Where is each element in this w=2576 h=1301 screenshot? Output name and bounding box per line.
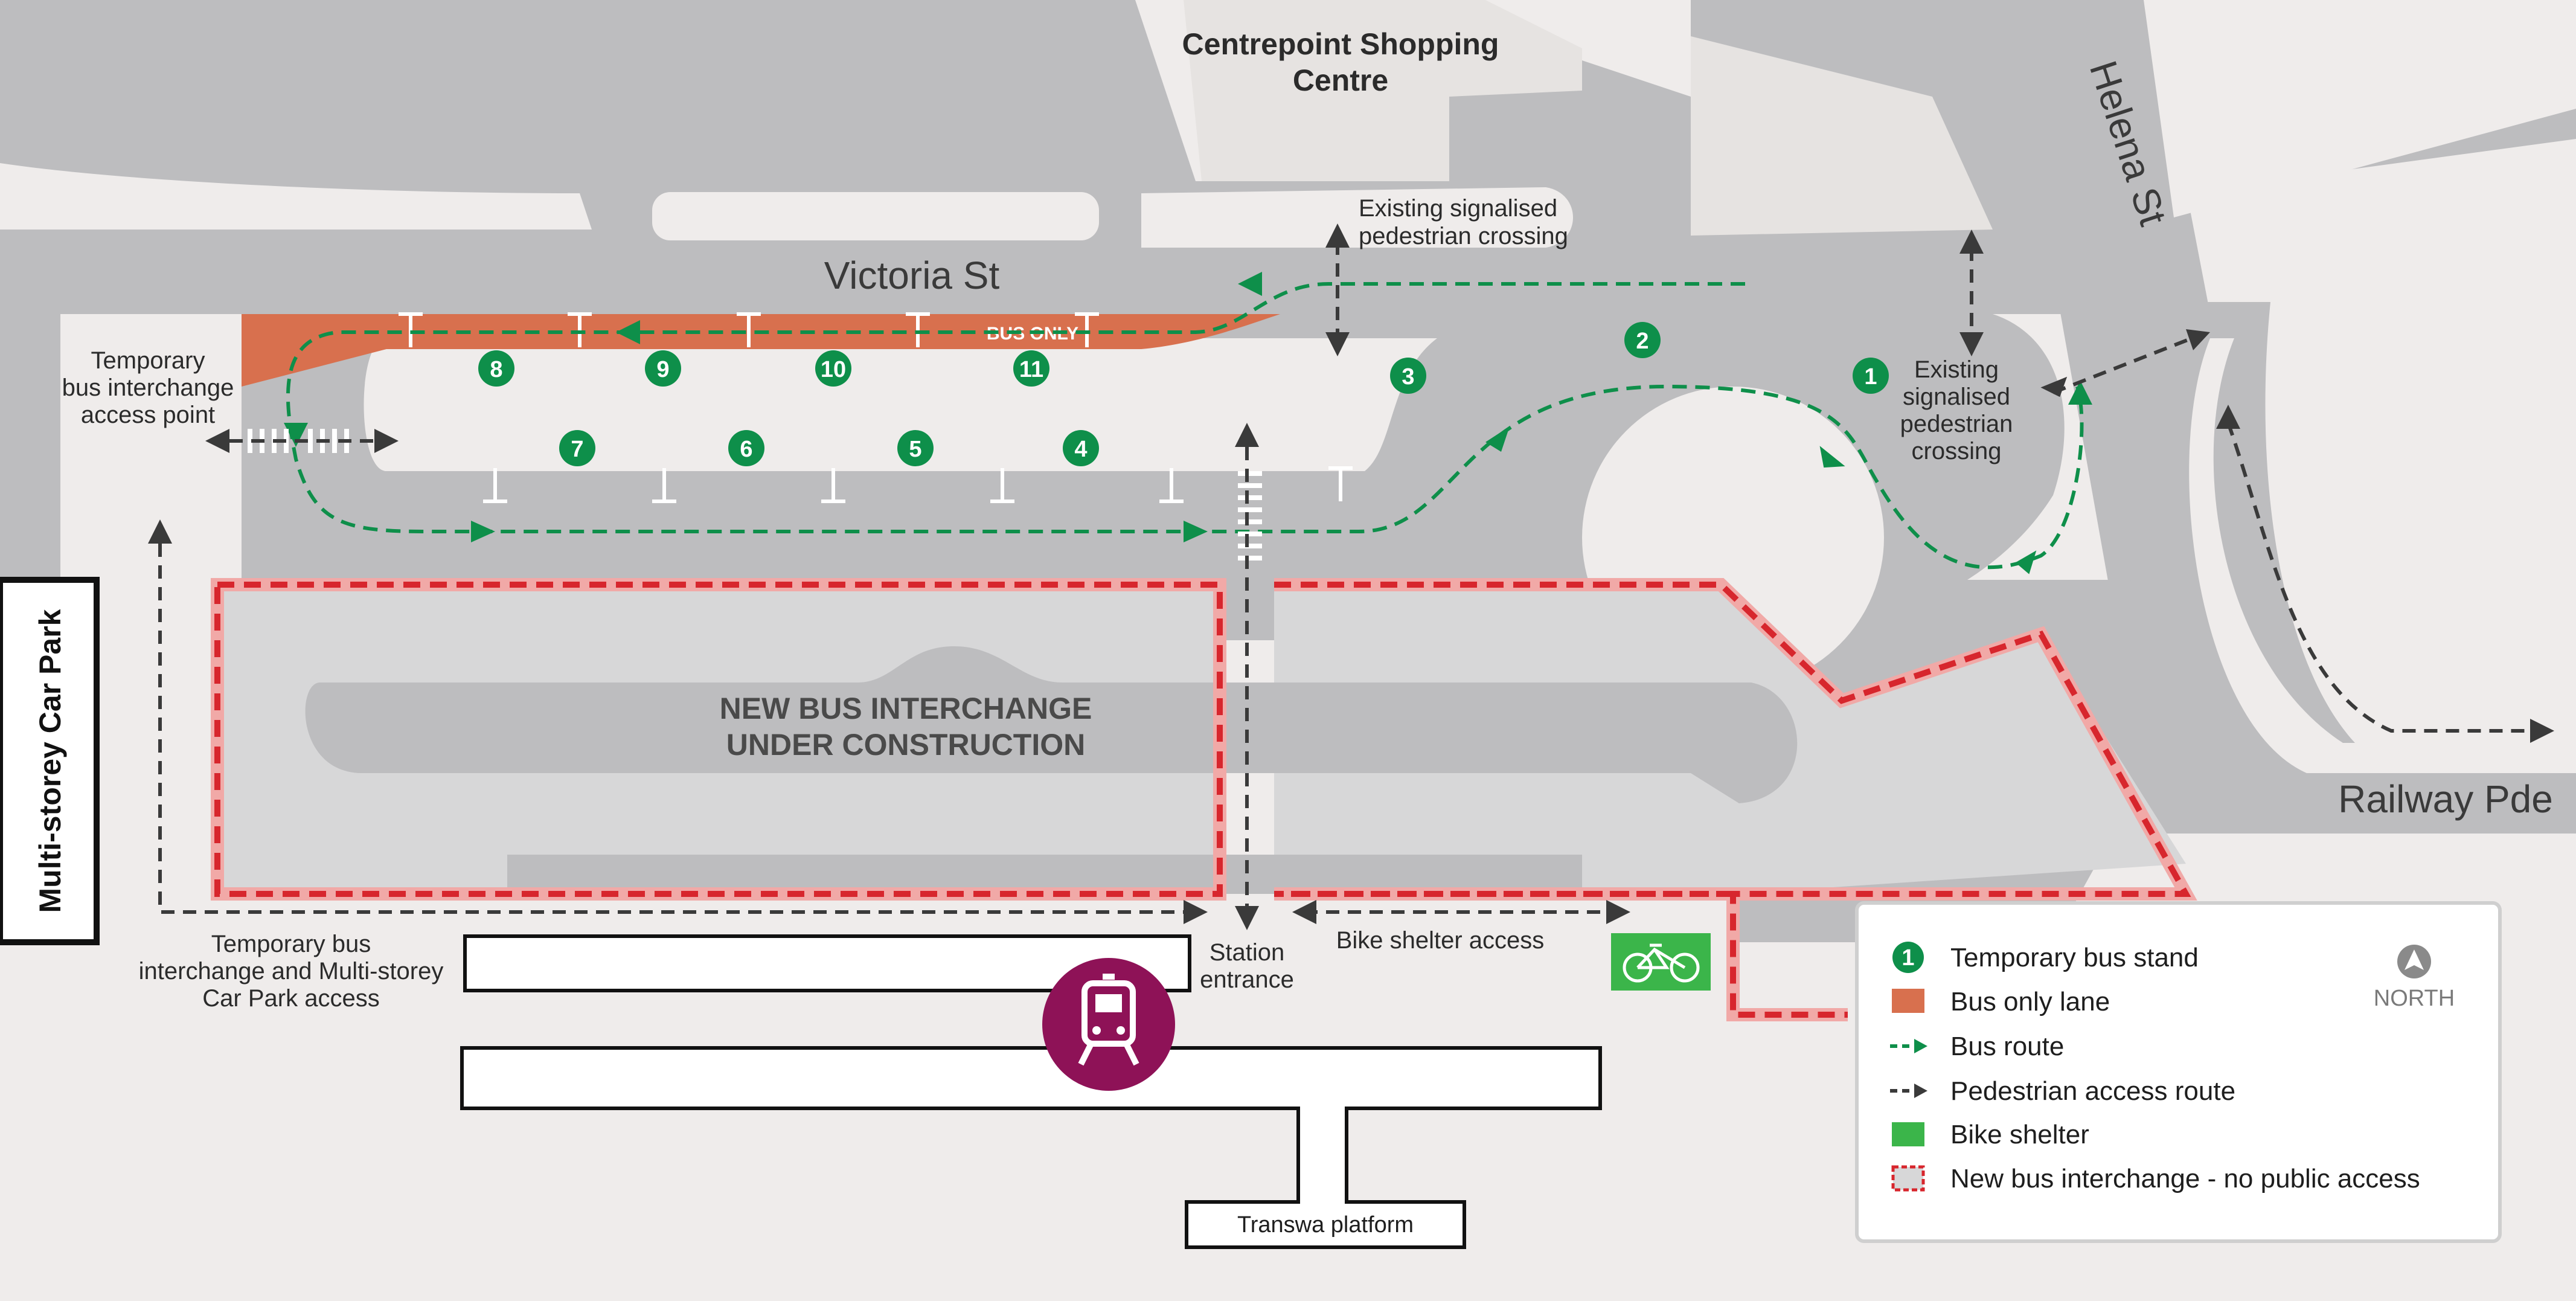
bus-stand-numbers: 1 2 3 4 5 6 7 8 9 10 11 xyxy=(490,329,1877,462)
shopping-centre-line2: Centre xyxy=(1293,63,1388,97)
stand-7: 7 xyxy=(571,437,583,462)
construction-site xyxy=(211,578,2197,1021)
crossing-right-line3: pedestrian xyxy=(1900,411,2013,437)
stand-8: 8 xyxy=(490,357,502,382)
grey-arrow-icon xyxy=(1890,1084,1927,1098)
victoria-st-label: Victoria St xyxy=(824,254,1000,297)
bike-shelter xyxy=(1611,933,1711,991)
railway-pde-label: Railway Pde xyxy=(2338,777,2553,821)
bus-stands xyxy=(478,322,1889,466)
crossing-top-line1: Existing signalised xyxy=(1359,195,1557,222)
bus-route-arrows xyxy=(284,272,2092,574)
legend-item-restricted: New bus interchange - no public access xyxy=(1950,1164,2420,1193)
stand-4: 4 xyxy=(1074,437,1087,462)
carpark-access-line3: Car Park access xyxy=(202,985,379,1012)
stand-10: 10 xyxy=(821,357,846,382)
stand-6: 6 xyxy=(740,437,752,462)
bus-stand-icon xyxy=(1892,942,1924,973)
stand-5: 5 xyxy=(909,437,921,462)
stand-11: 11 xyxy=(1019,357,1043,382)
legend-item-bus-lane: Bus only lane xyxy=(1950,987,2110,1017)
stand-2: 2 xyxy=(1636,329,1648,354)
station-entrance-line1: Station xyxy=(1210,939,1285,966)
carpark-access-line2: interchange and Multi-storey xyxy=(139,958,444,985)
station-entrance-line2: entrance xyxy=(1200,966,1294,993)
construction-label-line1: NEW BUS INTERCHANGE xyxy=(720,692,1092,725)
legend-item-bike-shelter: Bike shelter xyxy=(1950,1120,2089,1149)
transwa-label: Transwa platform xyxy=(1237,1212,1414,1238)
bike-swatch xyxy=(1892,1122,1924,1146)
temp-access-line1: Temporary xyxy=(91,347,205,374)
temp-access-line2: bus interchange xyxy=(62,374,234,401)
shopping-centre-line1: Centrepoint Shopping xyxy=(1182,27,1499,61)
north-arrow-icon xyxy=(2397,945,2431,978)
stand-1: 1 xyxy=(1864,364,1877,390)
crossing-right-line2: signalised xyxy=(1903,384,2010,410)
stand-9: 9 xyxy=(656,357,669,382)
crossing-right-line4: crossing xyxy=(1912,438,2002,464)
pedestrian-routes xyxy=(158,242,2536,914)
legend-item-bus-route: Bus route xyxy=(1950,1032,2064,1061)
construction-label-line2: UNDER CONSTRUCTION xyxy=(726,728,1085,762)
carpark-access-line1: Temporary bus xyxy=(211,931,371,957)
stand-3: 3 xyxy=(1402,364,1414,390)
car-park-building xyxy=(0,577,100,945)
temp-access-line3: access point xyxy=(81,402,215,428)
bus-lane-swatch xyxy=(1892,989,1924,1013)
legend: 1 Temporary bus stand Bus only lane Bus … xyxy=(1855,901,2502,1243)
legend-item-pedestrian: Pedestrian access route xyxy=(1950,1076,2235,1106)
pedestrian-arrows xyxy=(148,223,2554,930)
train-station-icon xyxy=(1042,958,1175,1091)
crossing-top-line2: pedestrian crossing xyxy=(1359,223,1568,249)
station-platforms xyxy=(460,934,1602,1249)
car-park-label: Multi-storey Car Park xyxy=(33,609,67,913)
crossing-right-line1: Existing xyxy=(1914,356,1999,383)
legend-item-bus-stand: Temporary bus stand xyxy=(1950,943,2199,972)
green-arrow-icon xyxy=(1890,1039,1927,1053)
north-label: NORTH xyxy=(2374,986,2455,1011)
restricted-swatch xyxy=(1891,1165,1925,1192)
bike-access-label: Bike shelter access xyxy=(1336,927,1545,954)
legend-stand-sample: 1 xyxy=(1902,945,1914,971)
